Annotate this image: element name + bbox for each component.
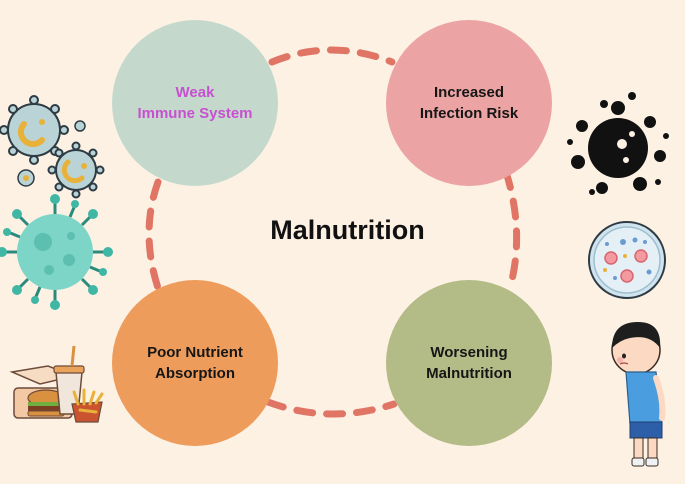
petri-dish-icon	[588, 221, 666, 299]
node-increased-infection-risk: Increased Infection Risk	[386, 20, 552, 186]
sick-child-icon	[611, 322, 666, 467]
node-poor-nutrient-absorption: Poor Nutrient Absorption	[112, 280, 278, 446]
node-label: Poor Nutrient Absorption	[147, 344, 243, 382]
germ-splat-icon	[567, 92, 669, 195]
connector-left	[145, 178, 162, 292]
virus-icon	[0, 194, 113, 310]
node-weak-immune-system: Weak Immune System	[112, 20, 278, 186]
node-worsening-malnutrition: Worsening Malnutrition	[386, 280, 552, 446]
connector-top	[268, 46, 396, 66]
node-label: Increased Infection Risk	[419, 84, 519, 122]
bacteria-icon	[0, 95, 105, 199]
fast-food-icon	[9, 345, 104, 423]
node-label: Worsening Malnutrition	[426, 344, 512, 382]
connector-bottom	[264, 398, 398, 418]
center-title: Malnutrition	[270, 215, 425, 245]
connector-right	[502, 168, 521, 292]
node-label: Weak Immune System	[137, 84, 253, 122]
